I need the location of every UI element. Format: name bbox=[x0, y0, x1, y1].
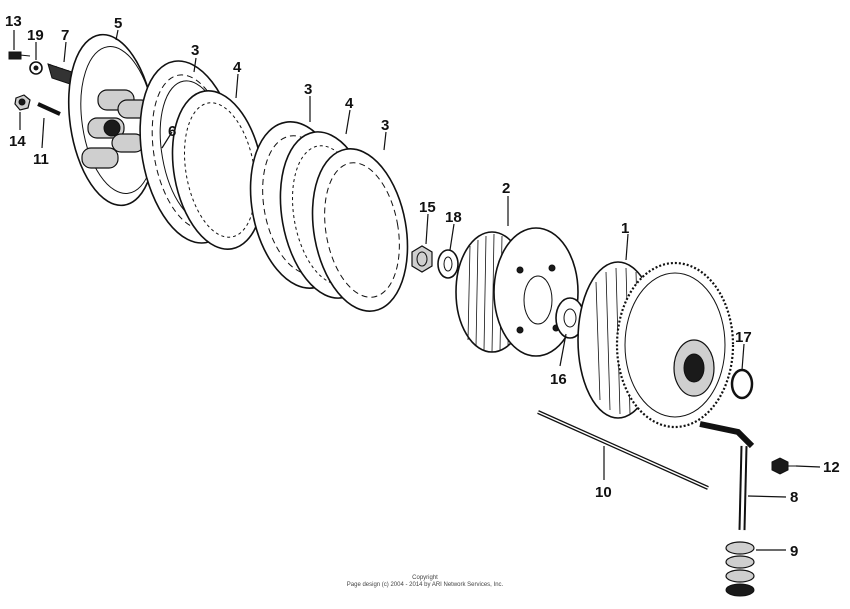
part-13-bolt bbox=[8, 51, 31, 60]
callout-2: 2 bbox=[502, 180, 510, 197]
part-2-clutch-center bbox=[455, 227, 579, 357]
part-5-pressure-plate bbox=[67, 33, 157, 207]
callout-8: 8 bbox=[790, 489, 798, 506]
callout-3-a: 3 bbox=[191, 42, 199, 59]
callout-12: 12 bbox=[823, 459, 840, 476]
callout-labels: 1 2 3 3 3 4 4 5 6 7 8 9 10 11 12 13 14 1… bbox=[5, 13, 840, 560]
callout-5: 5 bbox=[114, 15, 122, 32]
part-11-stud bbox=[37, 102, 61, 116]
callout-11: 11 bbox=[33, 151, 49, 168]
part-15-lock-nut bbox=[411, 245, 433, 273]
copyright-line: Copyright bbox=[412, 575, 438, 581]
callout-13: 13 bbox=[5, 13, 22, 30]
part-10-push-rod bbox=[537, 410, 709, 490]
callout-15: 15 bbox=[419, 199, 436, 216]
callout-19: 19 bbox=[27, 27, 44, 44]
part-19-washer bbox=[29, 61, 43, 75]
callout-16: 16 bbox=[550, 371, 567, 388]
callout-4-a: 4 bbox=[233, 59, 242, 76]
part-3-friction-disc-c bbox=[311, 148, 409, 312]
part-1-clutch-outer bbox=[577, 261, 735, 429]
callout-3-c: 3 bbox=[381, 117, 389, 134]
callout-9: 9 bbox=[790, 543, 798, 560]
callout-4-b: 4 bbox=[345, 95, 354, 112]
part-12-bolt bbox=[771, 457, 796, 475]
callout-14: 14 bbox=[9, 133, 26, 150]
copyright-notice: Page design (c) 2004 - 2014 by ARI Netwo… bbox=[346, 582, 504, 588]
part-17-o-ring bbox=[730, 368, 754, 400]
part-14-nut bbox=[14, 94, 31, 111]
callout-10: 10 bbox=[595, 484, 612, 501]
callout-17: 17 bbox=[735, 329, 752, 346]
part-9-bearing-set bbox=[725, 541, 755, 597]
callout-6: 6 bbox=[168, 123, 176, 140]
callout-3-b: 3 bbox=[304, 81, 312, 98]
callout-7: 7 bbox=[61, 27, 69, 44]
part-18-washer bbox=[437, 249, 459, 279]
callout-18: 18 bbox=[445, 209, 462, 226]
callout-1: 1 bbox=[621, 220, 629, 237]
callout-leaders bbox=[13, 29, 821, 551]
part-8-lifter-arm bbox=[699, 421, 755, 531]
